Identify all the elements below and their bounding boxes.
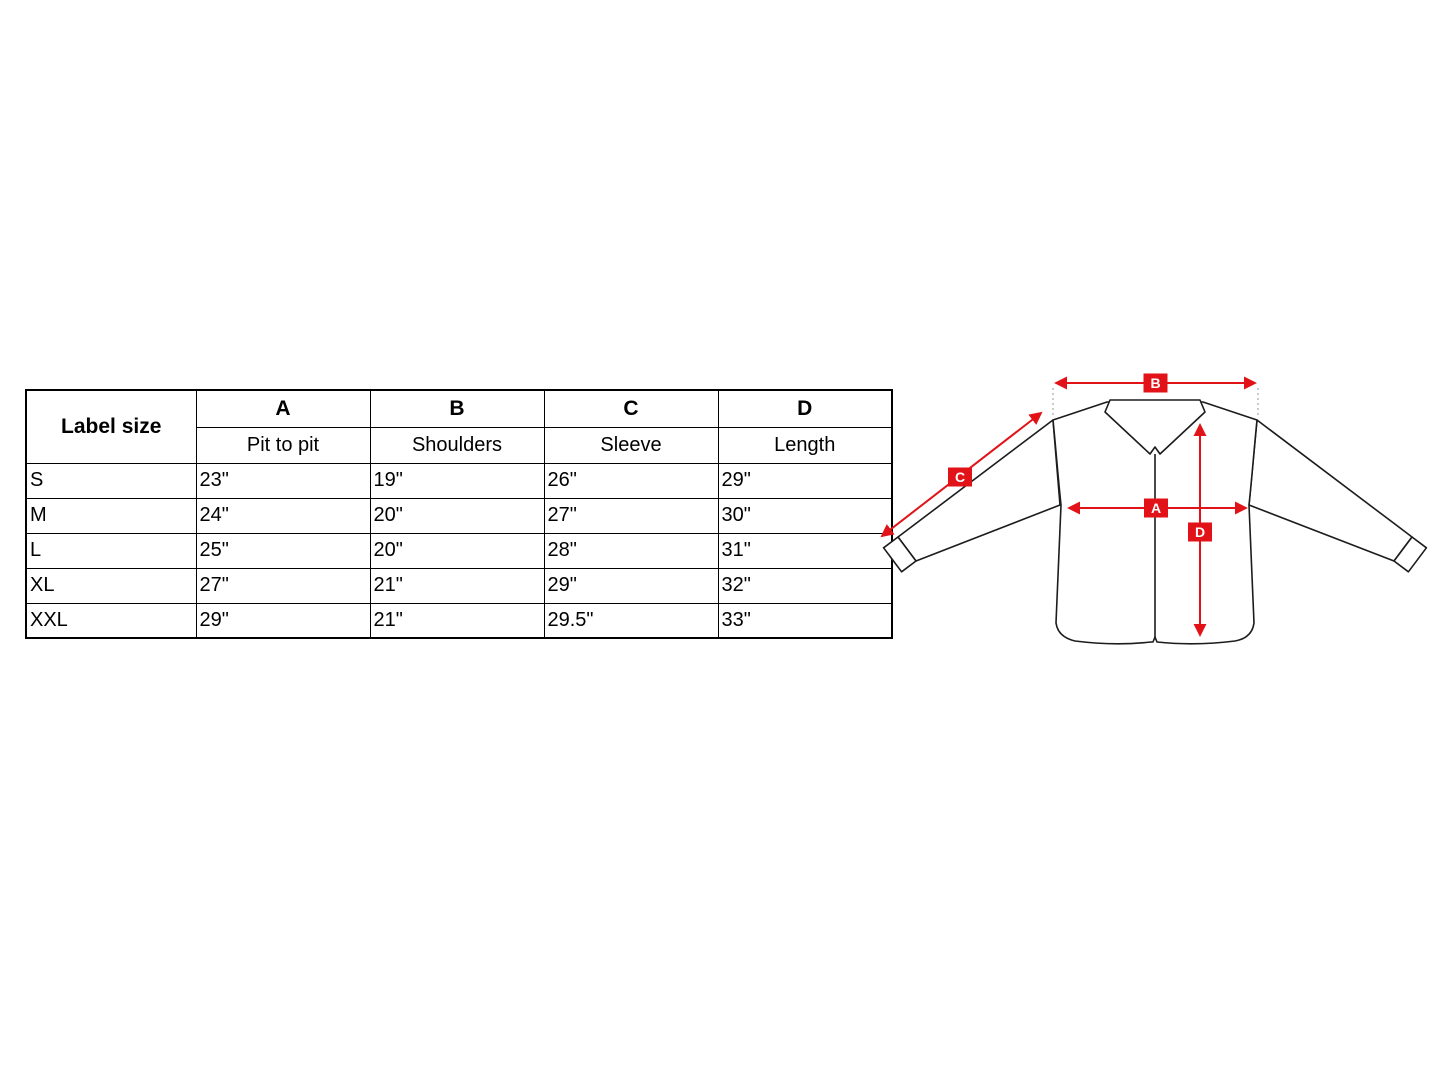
value-cell: 30" [717,497,893,534]
value-cell: 32" [717,567,893,604]
value-cell: 27" [543,497,719,534]
corner-header: Label size [25,389,197,464]
column-measure-a: Pit to pit [195,426,371,464]
column-measure-d: Length [717,426,893,464]
value-cell: 23" [195,462,371,499]
value-cell: 20" [369,497,545,534]
value-cell: 31" [717,532,893,569]
value-cell: 29.5" [543,602,719,639]
column-measure-b: Shoulders [369,426,545,464]
value-cell: 27" [195,567,371,604]
value-cell: 21" [369,602,545,639]
column-letter-b: B [369,389,545,428]
value-cell: 24" [195,497,371,534]
value-cell: 25" [195,532,371,569]
value-cell: 28" [543,532,719,569]
column-measure-c: Sleeve [543,426,719,464]
label-b: B [1150,375,1160,391]
shirt-measurement-diagram: B A D C [870,355,1440,670]
shirt-sleeve-right [1248,419,1413,562]
value-cell: 20" [369,532,545,569]
table-row-l: L 25" 20" 28" 31" [25,532,893,569]
value-cell: 21" [369,567,545,604]
shirt-cuff-left [882,536,917,573]
label-a: A [1151,500,1161,516]
table-row-m: M 24" 20" 27" 30" [25,497,893,534]
column-letter-d: D [717,389,893,428]
header-row-measures: Pit to pit Shoulders Sleeve Length [26,426,893,464]
column-letter-c: C [543,389,719,428]
label-badge-a [1144,498,1168,518]
shirt-cuff-right [1393,536,1428,573]
label-badge-c [948,467,972,487]
header-row-letters: Label size A B C D [25,389,893,464]
value-cell: 29" [543,567,719,604]
value-cell: 19" [369,462,545,499]
value-cell: 26" [543,462,719,499]
value-cell: 33" [717,602,893,639]
shirt-diagram-svg: B A D C [880,373,1428,645]
value-cell: 29" [195,602,371,639]
table-row-xl: XL 27" 21" 29" 32" [25,567,893,604]
label-c: C [955,469,965,485]
size-label: XL [25,567,197,604]
size-label: M [25,497,197,534]
table-row-xxl: XXL 29" 21" 29.5" 33" [25,602,893,639]
label-d: D [1195,524,1205,540]
shirt-sleeve-left [897,419,1061,562]
label-badge-b [1143,373,1168,393]
value-cell: 29" [717,462,893,499]
size-chart-table: Label size A B C D Pit to pit Shoulders … [25,389,893,639]
column-letter-a: A [195,389,371,428]
size-label: XXL [25,602,197,639]
size-label: S [25,462,197,499]
size-label: L [25,532,197,569]
shirt-collar [1104,399,1206,455]
label-badge-d [1188,522,1212,542]
table-row-s: S 23" 19" 26" 29" [25,462,893,499]
